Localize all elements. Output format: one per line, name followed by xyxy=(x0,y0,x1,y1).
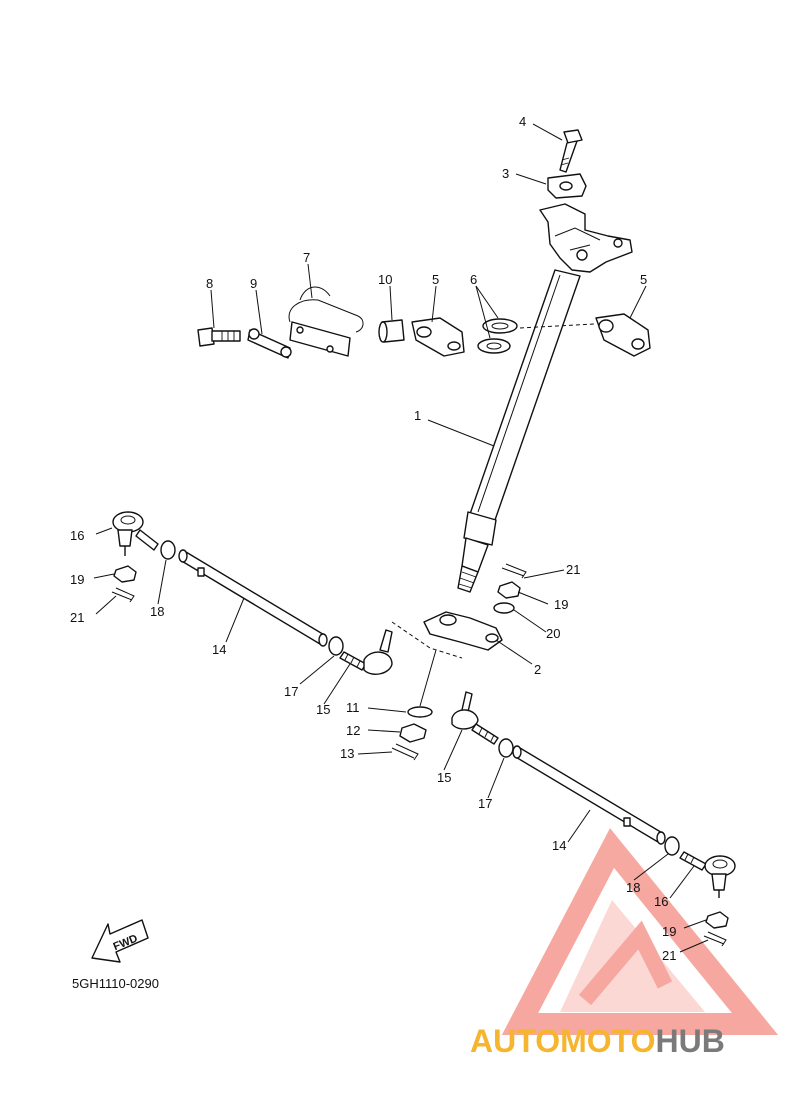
cable-guide-7 xyxy=(288,286,364,357)
pitman-arm-2 xyxy=(423,611,503,651)
callout-11: 11 xyxy=(346,700,360,715)
tie-rod-14-right xyxy=(512,745,666,845)
locknut-18-left xyxy=(160,540,176,560)
tie-rod-end-16-left xyxy=(112,511,159,556)
callout-21-center: 21 xyxy=(566,562,580,577)
callout-17-left: 17 xyxy=(284,684,298,699)
callout-21-right: 21 xyxy=(662,948,676,963)
alignment-line xyxy=(519,323,595,329)
callout-numbers: 4 3 8 9 7 10 5 6 5 1 16 19 21 18 14 17 1… xyxy=(70,114,676,963)
bolt-8 xyxy=(197,327,241,347)
callout-1: 1 xyxy=(414,408,421,423)
callout-9: 9 xyxy=(250,276,257,291)
holder-3 xyxy=(547,173,587,199)
callout-20: 20 xyxy=(546,626,560,641)
collar-10 xyxy=(378,319,405,343)
callout-16-left: 16 xyxy=(70,528,84,543)
callout-2: 2 xyxy=(534,662,541,677)
callout-18-right: 18 xyxy=(626,880,640,895)
locknut-18-right xyxy=(664,836,680,856)
callout-13: 13 xyxy=(340,746,354,761)
callout-15-right: 15 xyxy=(437,770,451,785)
bolt-4 xyxy=(559,129,583,173)
cotter-pin-21-right xyxy=(703,931,727,947)
drawing-code: 5GH1110-0290 xyxy=(72,976,159,991)
callout-5-right: 5 xyxy=(640,272,647,287)
locknut-17-left xyxy=(328,636,344,656)
tie-rod-end-16-right xyxy=(679,851,736,898)
washer-11 xyxy=(407,706,433,718)
callout-8: 8 xyxy=(206,276,213,291)
cotter-pin-13 xyxy=(391,743,419,761)
callout-19-right: 19 xyxy=(662,924,676,939)
callout-17-right: 17 xyxy=(478,796,492,811)
svg-text:AUTOMOTOHUB: AUTOMOTOHUB xyxy=(470,1023,725,1059)
nut-19-right xyxy=(705,911,729,929)
washer-20 xyxy=(493,602,515,614)
callout-3: 3 xyxy=(502,166,509,181)
holder-5-right xyxy=(595,313,651,357)
callout-16-right: 16 xyxy=(654,894,668,909)
tie-rod-end-15-left xyxy=(339,629,393,675)
watermark-triangle-logo xyxy=(501,828,779,1035)
leader-lines xyxy=(93,123,709,953)
lock-washer-9 xyxy=(247,328,292,359)
watermark-brand: AUTOMOTOHUB xyxy=(470,1023,725,1059)
callout-4: 4 xyxy=(519,114,526,129)
callout-10: 10 xyxy=(378,272,392,287)
bushing-6 xyxy=(477,318,518,354)
callout-15-left: 15 xyxy=(316,702,330,717)
callout-14-right: 14 xyxy=(552,838,566,853)
steering-column xyxy=(457,203,633,593)
callout-21-left: 21 xyxy=(70,610,84,625)
watermark-brand-part1: AUTOMOTO xyxy=(470,1023,655,1059)
callout-18-left: 18 xyxy=(150,604,164,619)
tie-rod-14-left xyxy=(178,549,328,647)
nut-12 xyxy=(399,723,427,743)
cotter-pin-21-left xyxy=(111,587,135,603)
callout-19-center: 19 xyxy=(554,597,568,612)
locknut-17-right xyxy=(498,738,514,758)
holder-5-left xyxy=(411,317,465,357)
cotter-pin-21-center xyxy=(501,563,527,579)
tie-rod-end-15-right xyxy=(451,691,499,745)
callout-7: 7 xyxy=(303,250,310,265)
alignment-line-arm xyxy=(391,621,463,659)
callout-19-left: 19 xyxy=(70,572,84,587)
nut-19-left xyxy=(113,565,137,583)
nut-19-center xyxy=(497,581,521,599)
callout-14-left: 14 xyxy=(212,642,226,657)
callout-12: 12 xyxy=(346,723,360,738)
callout-6: 6 xyxy=(470,272,477,287)
fwd-arrow-icon: FWD xyxy=(91,919,149,963)
callout-5-left: 5 xyxy=(432,272,439,287)
watermark-brand-part2: HUB xyxy=(655,1023,724,1059)
